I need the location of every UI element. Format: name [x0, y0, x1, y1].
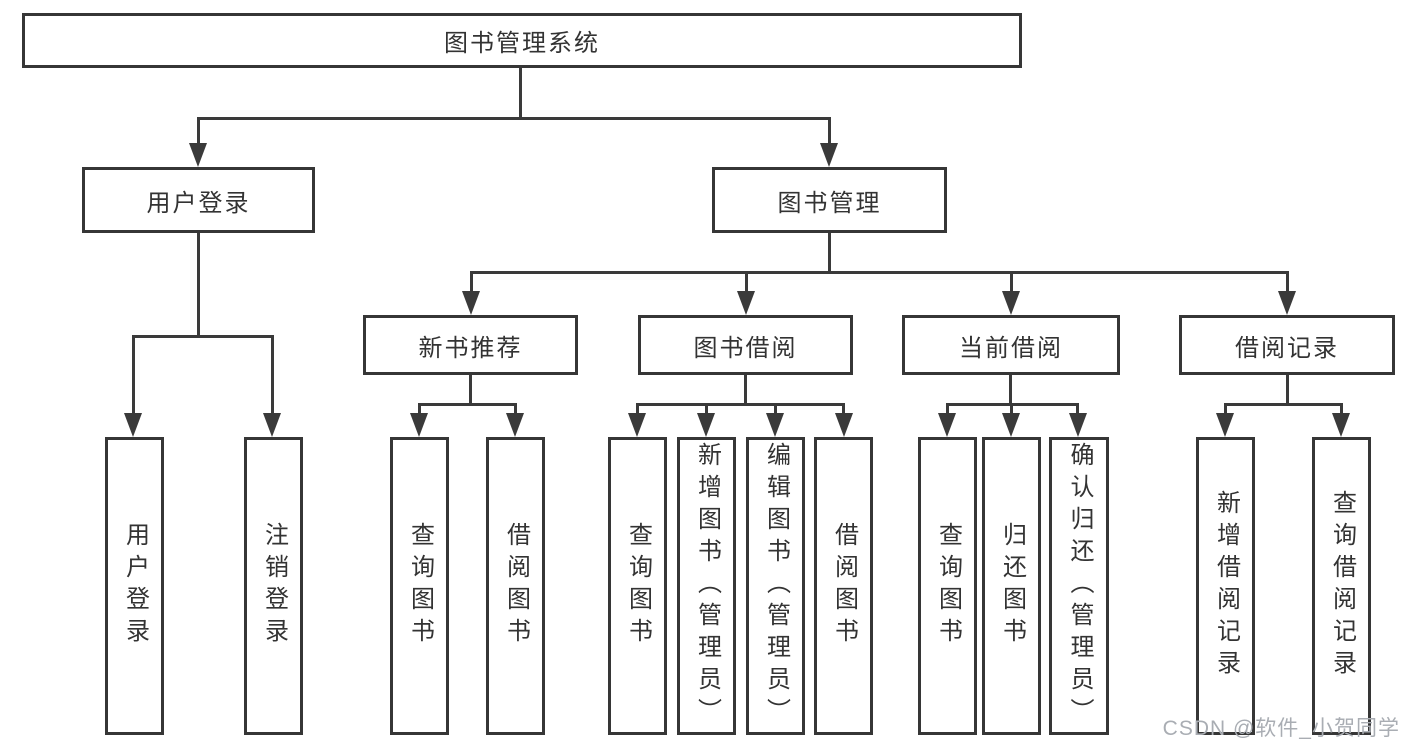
node-leaf-nb-borrow-books: 借阅图书 — [486, 437, 545, 735]
edge-user-login-split — [132, 335, 274, 338]
arrowhead-bb-borrow — [835, 413, 853, 437]
node-borrowing-records: 借阅记录 — [1179, 315, 1395, 375]
edge-new-books-split — [418, 403, 517, 406]
node-leaf-bb-borrow-books: 借阅图书 — [814, 437, 873, 735]
edge-to-new-books — [470, 271, 473, 293]
arrowhead-leaf-login — [124, 413, 142, 437]
edge-book-borrow-stem — [744, 375, 747, 405]
arrowhead-book-borrow — [737, 291, 755, 315]
arrowhead-bb-edit — [766, 413, 784, 437]
edge-to-leaf-login — [132, 335, 135, 415]
arrowhead-nb-query — [410, 413, 428, 437]
node-leaf-logout: 注销登录 — [244, 437, 303, 735]
arrowhead-leaf-logout — [263, 413, 281, 437]
arrowhead-current-borrow — [1002, 291, 1020, 315]
edge-to-cb-confirm — [1076, 403, 1079, 415]
csdn-watermark: CSDN @软件_小贺同学 — [1162, 717, 1400, 740]
edge-to-br-add — [1224, 403, 1227, 415]
edge-to-br-query — [1340, 403, 1343, 415]
edge-to-book-borrow — [745, 271, 748, 293]
node-book-borrowing: 图书借阅 — [638, 315, 853, 375]
arrowhead-nb-borrow — [506, 413, 524, 437]
node-leaf-cb-confirm-return-admin: 确认归还（管理员） — [1049, 437, 1109, 735]
edge-book-borrow-split — [636, 403, 845, 406]
arrowhead-br-add — [1216, 413, 1234, 437]
node-leaf-br-add-record: 新增借阅记录 — [1196, 437, 1255, 735]
arrowhead-cb-query — [938, 413, 956, 437]
arrowhead-cb-confirm — [1069, 413, 1087, 437]
arrowhead-bb-add — [697, 413, 715, 437]
edge-to-leaf-logout — [271, 335, 274, 415]
node-leaf-nb-query-books: 查询图书 — [390, 437, 449, 735]
node-new-book-recommend: 新书推荐 — [363, 315, 578, 375]
edge-to-current-borrow — [1010, 271, 1013, 293]
edge-root-stem — [519, 68, 522, 118]
node-leaf-cb-query-books: 查询图书 — [918, 437, 977, 735]
node-current-borrowing: 当前借阅 — [902, 315, 1120, 375]
edge-to-bb-edit — [774, 403, 777, 415]
edge-book-mgmt-stem — [828, 233, 831, 274]
edge-to-nb-query — [418, 403, 421, 415]
node-user-login: 用户登录 — [82, 167, 315, 233]
edge-book-mgmt-split — [470, 271, 1289, 274]
edge-root-split — [197, 117, 831, 120]
edge-to-user-login — [197, 117, 200, 145]
edge-to-bb-add — [705, 403, 708, 415]
edge-to-bb-borrow — [842, 403, 845, 415]
arrowhead-new-books — [462, 291, 480, 315]
node-leaf-bb-edit-books-admin: 编辑图书（管理员） — [746, 437, 805, 735]
arrowhead-book-mgmt — [820, 143, 838, 167]
edge-to-nb-borrow — [514, 403, 517, 415]
arrowhead-bb-query — [628, 413, 646, 437]
edge-user-login-stem — [197, 233, 200, 338]
edge-to-borrow-records — [1286, 271, 1289, 293]
edge-to-cb-query — [946, 403, 949, 415]
edge-borrow-records-split — [1224, 403, 1343, 406]
edge-to-book-mgmt — [828, 117, 831, 145]
arrowhead-br-query — [1332, 413, 1350, 437]
edge-borrow-records-stem — [1286, 375, 1289, 405]
node-leaf-bb-add-books-admin: 新增图书（管理员） — [677, 437, 736, 735]
arrowhead-cb-return — [1002, 413, 1020, 437]
edge-to-cb-return — [1010, 403, 1013, 415]
node-book-management: 图书管理 — [712, 167, 947, 233]
edge-current-borrow-stem — [1009, 375, 1012, 405]
arrowhead-user-login — [189, 143, 207, 167]
node-leaf-cb-return-books: 归还图书 — [982, 437, 1041, 735]
node-leaf-user-login: 用户登录 — [105, 437, 164, 735]
node-leaf-bb-query-books: 查询图书 — [608, 437, 667, 735]
node-root-system: 图书管理系统 — [22, 13, 1022, 68]
node-leaf-br-query-record: 查询借阅记录 — [1312, 437, 1371, 735]
edge-new-books-stem — [469, 375, 472, 405]
arrowhead-borrow-records — [1278, 291, 1296, 315]
edge-to-bb-query — [636, 403, 639, 415]
